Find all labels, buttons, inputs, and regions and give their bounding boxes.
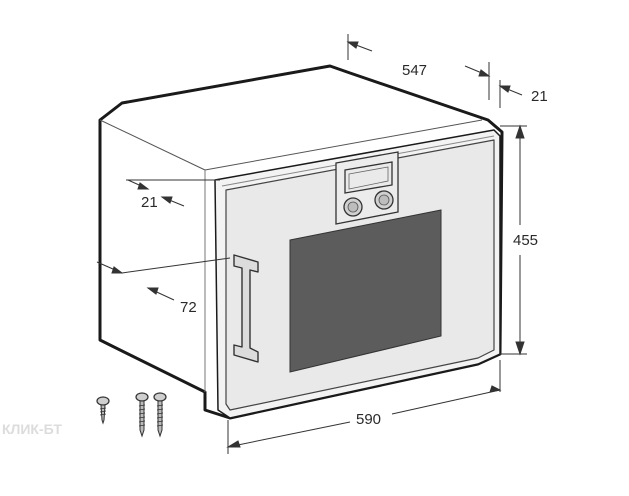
screw-icon <box>153 392 167 438</box>
screw-icon <box>96 396 110 425</box>
dimension-21-left-label: 21 <box>141 194 158 211</box>
dimension-455-label: 455 <box>513 232 538 249</box>
dimension-590-label: 590 <box>356 411 381 428</box>
dimension-lines <box>96 34 527 454</box>
oven-door <box>225 139 495 411</box>
screw-icon <box>135 392 149 438</box>
door-handle-icon <box>233 254 259 363</box>
control-panel <box>335 151 399 225</box>
dimension-547-label: 547 <box>402 62 427 79</box>
door-window <box>289 209 442 373</box>
display-screen <box>344 161 393 194</box>
dimension-21-top-label: 21 <box>531 88 548 105</box>
dimension-72-label: 72 <box>180 299 197 316</box>
watermark: КЛИК-БТ <box>2 421 62 437</box>
